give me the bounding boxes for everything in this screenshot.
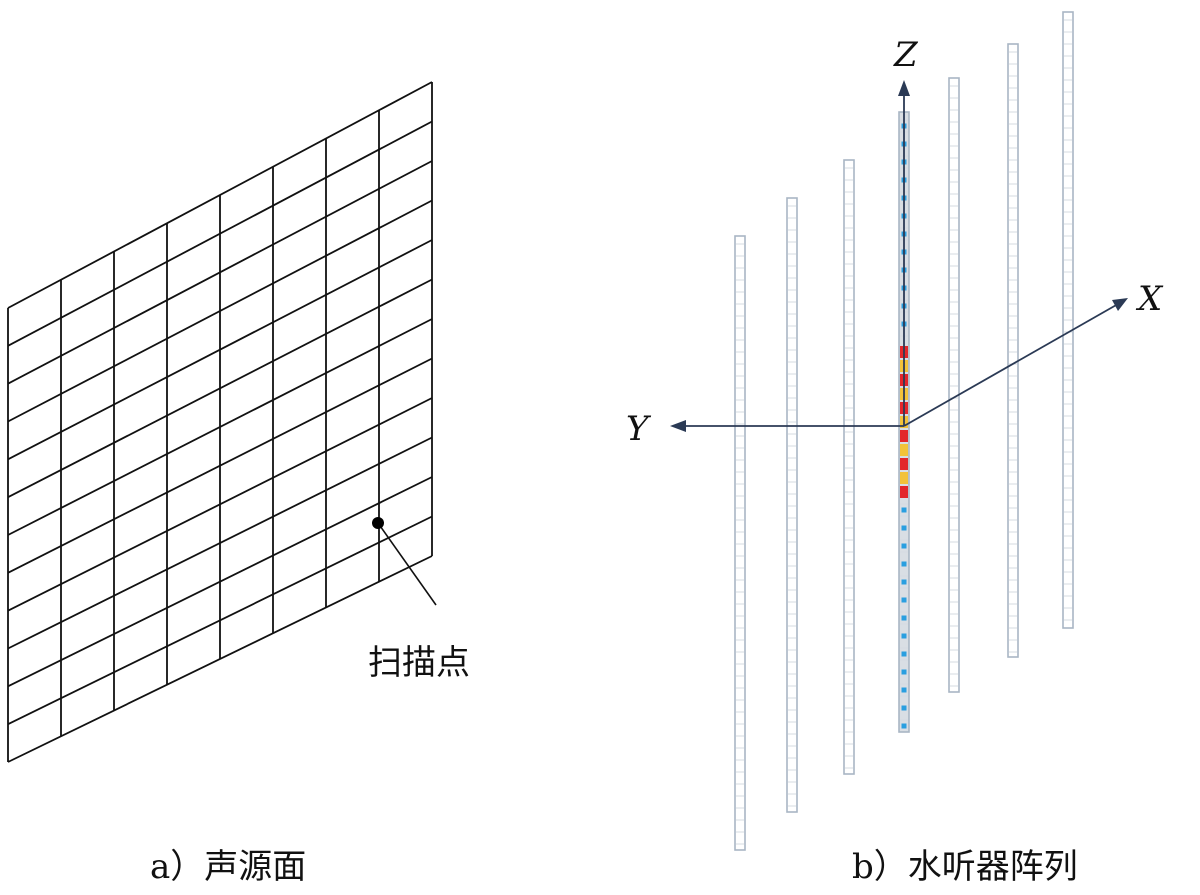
grid-horizontal-line <box>7 397 433 612</box>
hydrophone-line <box>1007 43 1019 658</box>
source-plane-grid <box>7 81 433 763</box>
hydrophone-sensor <box>901 561 907 567</box>
grid-horizontal-line <box>7 199 433 423</box>
grid-horizontal-line <box>7 278 433 498</box>
hydrophone-sensor <box>900 472 908 484</box>
source-plane-panel: 扫描点 a）声源面 <box>7 81 470 887</box>
hydrophone-sensor <box>901 597 907 603</box>
scan-point <box>372 517 384 529</box>
grid-horizontal-line <box>7 318 433 536</box>
hydrophone-line <box>843 159 855 775</box>
y-axis-label: Y <box>626 409 652 449</box>
scan-point-leader <box>377 522 437 606</box>
x-axis-label: X <box>1135 279 1164 319</box>
hydrophone-sensor <box>901 651 907 657</box>
grid-horizontal-line <box>7 357 433 574</box>
hydrophone-array-panel: Z X Y b）水听器阵列 <box>626 11 1164 887</box>
hydrophone-sensor <box>901 687 907 693</box>
hydrophone-sensor <box>900 458 908 470</box>
grid-horizontal-line <box>7 515 433 725</box>
x-axis <box>903 303 1119 427</box>
hydrophone-sensor <box>900 430 908 442</box>
grid-horizontal-line <box>7 476 433 688</box>
hydrophone-sensor <box>901 633 907 639</box>
hydrophone-sensor <box>901 543 907 549</box>
hydrophone-line <box>948 77 960 693</box>
panel-b-caption: b）水听器阵列 <box>852 847 1078 887</box>
grid-horizontal-line <box>7 160 433 385</box>
hydrophone-sensor <box>901 525 907 531</box>
hydrophone-line <box>786 197 798 813</box>
hydrophone-sensor <box>901 579 907 585</box>
hydrophone-sensor <box>900 444 908 456</box>
grid-horizontal-line <box>7 81 433 309</box>
z-axis-label: Z <box>893 35 919 75</box>
x-axis-arrowhead <box>1112 298 1128 311</box>
grid-horizontal-line <box>7 555 433 763</box>
hydrophone-sensor <box>901 705 907 711</box>
hydrophone-sensor <box>900 486 908 498</box>
hydrophone-sensor <box>901 507 907 513</box>
scan-point-label: 扫描点 <box>368 643 470 683</box>
grid-horizontal-line <box>7 436 433 650</box>
hydrophone-line <box>734 235 746 851</box>
panel-a-caption: a）声源面 <box>150 847 306 887</box>
hydrophone-sensor <box>901 615 907 621</box>
y-axis-arrowhead <box>670 420 686 432</box>
z-axis-arrowhead <box>898 80 910 96</box>
grid-horizontal-line <box>7 239 433 461</box>
hydrophone-sensor <box>901 669 907 675</box>
hydrophone-sensor <box>901 723 907 729</box>
grid-horizontal-line <box>7 120 433 347</box>
